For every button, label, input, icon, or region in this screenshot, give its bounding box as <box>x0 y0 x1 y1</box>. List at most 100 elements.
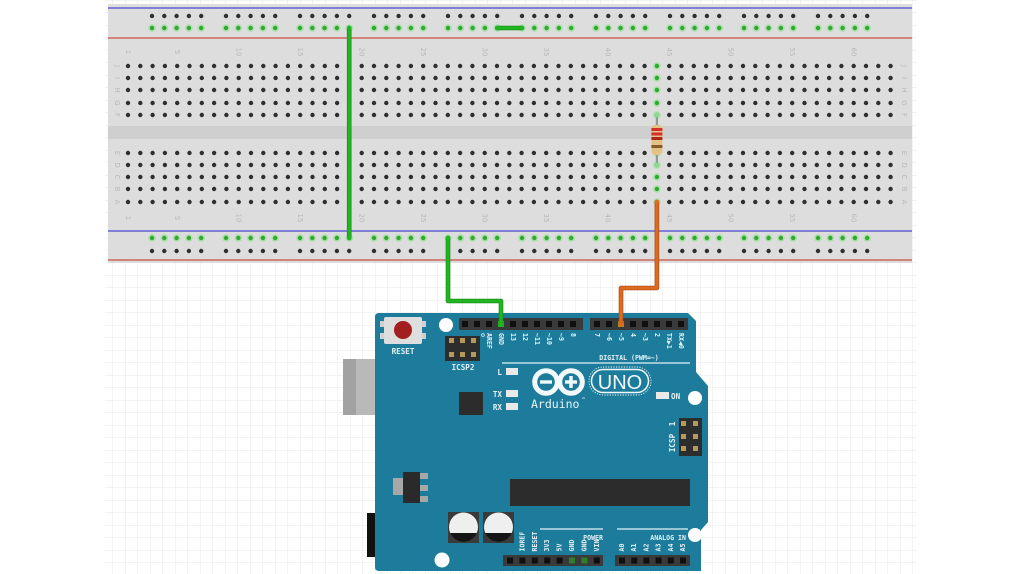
rail-hole-bottom-inner[interactable] <box>791 235 796 241</box>
hole-E48[interactable] <box>703 150 709 156</box>
hole-I36[interactable] <box>556 75 561 81</box>
rail-hole-top-inner[interactable] <box>704 25 710 31</box>
hole-C37[interactable] <box>568 174 573 180</box>
hole-H52[interactable] <box>753 87 758 93</box>
hole-E18[interactable] <box>334 150 340 156</box>
rail-hole-bottom-inner[interactable] <box>606 235 611 241</box>
hole-H31[interactable] <box>494 87 500 93</box>
hole-H45[interactable] <box>667 87 672 93</box>
hole-D25[interactable] <box>421 162 426 168</box>
hole-J1[interactable] <box>125 63 131 69</box>
hole-F13[interactable] <box>273 112 278 118</box>
hole-H48[interactable] <box>703 87 709 93</box>
hole-J27[interactable] <box>445 63 450 69</box>
hole-D43[interactable] <box>642 162 647 168</box>
hole-J60[interactable] <box>851 63 856 69</box>
header-pin-A1[interactable] <box>631 557 638 564</box>
rail-hole-bottom-inner[interactable] <box>421 235 426 241</box>
hole-I55[interactable] <box>790 75 795 81</box>
rail-hole-top-inner[interactable] <box>162 25 167 31</box>
rail-hole-bottom-inner[interactable] <box>618 235 623 241</box>
rail-hole-top-inner[interactable] <box>630 25 636 31</box>
hole-E46[interactable] <box>679 150 684 156</box>
hole-C27[interactable] <box>445 174 450 180</box>
hole-J59[interactable] <box>839 63 844 69</box>
rail-hole-top-outer[interactable] <box>840 13 845 19</box>
hole-C25[interactable] <box>421 174 426 180</box>
hole-B3[interactable] <box>150 186 155 192</box>
rail-hole-top-inner[interactable] <box>186 25 192 31</box>
rail-hole-bottom-inner[interactable] <box>273 235 278 241</box>
hole-E59[interactable] <box>839 150 844 156</box>
rail-hole-top-inner[interactable] <box>840 25 845 31</box>
hole-F51[interactable] <box>740 112 746 118</box>
hole-E40[interactable] <box>605 150 610 156</box>
rail-hole-top-outer[interactable] <box>741 13 747 19</box>
hole-C6[interactable] <box>187 174 192 180</box>
hole-E14[interactable] <box>285 150 291 156</box>
hole-C5[interactable] <box>175 174 180 180</box>
hole-E34[interactable] <box>531 150 537 156</box>
rail-hole-top-inner[interactable] <box>593 25 599 31</box>
rail-hole-bottom-inner[interactable] <box>680 235 685 241</box>
rail-hole-bottom-inner[interactable] <box>297 235 303 241</box>
hole-A5[interactable] <box>175 199 180 205</box>
hole-C57[interactable] <box>814 174 819 180</box>
rail-hole-bottom-inner[interactable] <box>186 235 192 241</box>
reset-button-cap[interactable] <box>394 321 412 339</box>
hole-F53[interactable] <box>765 112 770 118</box>
hole-E1[interactable] <box>125 150 131 156</box>
hole-C46[interactable] <box>679 174 684 180</box>
hole-A48[interactable] <box>703 199 709 205</box>
hole-D47[interactable] <box>691 162 696 168</box>
hole-I8[interactable] <box>211 75 217 81</box>
rail-hole-bottom-outer[interactable] <box>556 248 562 254</box>
hole-E38[interactable] <box>580 150 586 156</box>
rail-hole-top-outer[interactable] <box>445 13 451 19</box>
rail-hole-bottom-inner[interactable] <box>260 235 266 241</box>
hole-B61[interactable] <box>863 186 869 192</box>
hole-I28[interactable] <box>457 75 463 81</box>
rail-hole-top-outer[interactable] <box>371 13 377 19</box>
hole-J39[interactable] <box>593 63 598 69</box>
hole-F14[interactable] <box>285 112 291 118</box>
hole-G14[interactable] <box>285 100 291 106</box>
hole-H62[interactable] <box>876 87 881 93</box>
hole-A30[interactable] <box>482 199 487 205</box>
hole-I1[interactable] <box>125 75 131 81</box>
header-pin-2[interactable] <box>654 321 660 327</box>
rail-hole-bottom-outer[interactable] <box>840 248 845 254</box>
hole-J22[interactable] <box>384 63 389 69</box>
hole-B38[interactable] <box>580 186 586 192</box>
rail-hole-top-outer[interactable] <box>149 13 155 19</box>
hole-D30[interactable] <box>482 162 487 168</box>
hole-B15[interactable] <box>298 186 303 192</box>
hole-F34[interactable] <box>531 112 537 118</box>
rail-hole-top-inner[interactable] <box>754 25 759 31</box>
rail-hole-top-inner[interactable] <box>199 25 204 31</box>
rail-hole-bottom-outer[interactable] <box>717 248 722 254</box>
hole-J14[interactable] <box>285 63 291 69</box>
hole-I38[interactable] <box>580 75 586 81</box>
hole-A17[interactable] <box>322 199 327 205</box>
hole-F5[interactable] <box>175 112 180 118</box>
rail-hole-bottom-inner[interactable] <box>556 235 562 241</box>
rail-hole-bottom-outer[interactable] <box>273 248 278 254</box>
rail-hole-top-inner[interactable] <box>445 25 451 31</box>
hole-I31[interactable] <box>494 75 500 81</box>
rail-hole-top-inner[interactable] <box>618 25 623 31</box>
hole-I25[interactable] <box>421 75 426 81</box>
hole-G30[interactable] <box>482 100 487 106</box>
hole-D26[interactable] <box>433 162 438 168</box>
rail-hole-bottom-outer[interactable] <box>396 248 401 254</box>
hole-D9[interactable] <box>224 162 229 168</box>
hole-E45[interactable] <box>667 150 672 156</box>
wire-endpoint[interactable] <box>618 321 624 327</box>
hole-I4[interactable] <box>162 75 168 81</box>
hole-D24[interactable] <box>408 162 414 168</box>
hole-D46[interactable] <box>679 162 684 168</box>
hole-J55[interactable] <box>790 63 795 69</box>
hole-D42[interactable] <box>630 162 635 168</box>
rail-hole-top-inner[interactable] <box>260 25 266 31</box>
hole-C7[interactable] <box>199 174 204 180</box>
